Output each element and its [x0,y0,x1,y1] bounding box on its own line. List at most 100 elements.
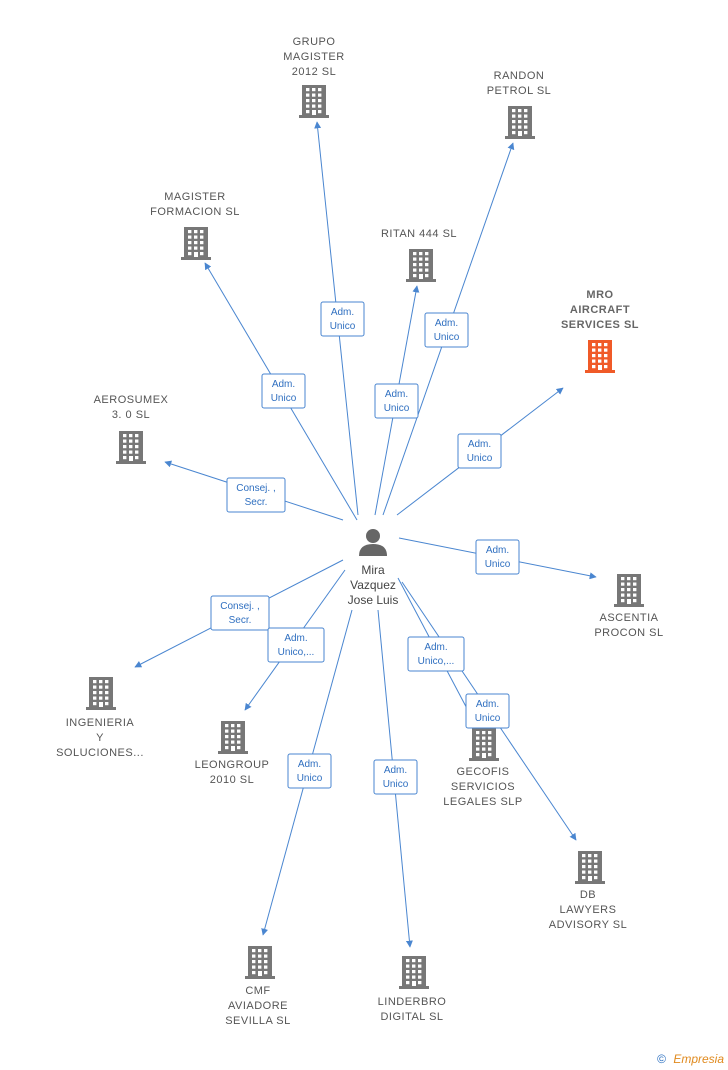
building-icon [614,574,644,607]
company-label-line: 2012 SL [292,66,336,78]
building-icon [181,227,211,260]
company-label-line: FORMACION SL [150,206,240,218]
edge-label-box [475,539,520,575]
edge-label-linderbro[interactable]: Adm. Unico [373,759,418,795]
company-node-gecofis[interactable]: GECOFIS SERVICIOS LEGALES SLP [443,728,523,808]
company-node-db-lawyers[interactable]: DB LAWYERS ADVISORY SL [549,851,627,931]
edge-label-cmf-aviadore[interactable]: Adm. Unico [287,753,332,789]
edge-label-text: Unico [384,403,410,414]
company-label-line: MAGISTER [283,51,344,63]
building-icon [575,851,605,884]
building-icon [218,721,248,754]
company-label-line: PROCON SL [594,627,663,639]
edge-label-aerosumex[interactable]: Consej. , Secr. [226,477,286,513]
building-icon [505,106,535,139]
company-label-line: 3. 0 SL [112,409,150,421]
building-icon [86,677,116,710]
edge-label-text: Adm. [384,765,407,776]
edge-label-text: Unico [330,321,356,332]
company-label-line: DIGITAL SL [380,1011,443,1023]
edge-label-box [465,693,510,729]
edge-label-text: Adm. [385,389,408,400]
company-label-line: LEONGROUP [195,759,270,771]
company-node-ritan-444[interactable]: RITAN 444 SL [381,228,457,282]
edge-label-db-lawyers[interactable]: Adm.Unico [465,693,510,729]
edge-label-text: Unico,... [278,647,315,658]
copyright-icon: © [657,1052,666,1066]
edge-label-text: Unico [467,453,493,464]
edge-label-box [261,373,306,409]
building-icon [469,728,499,761]
company-label-line: SEVILLA SL [225,1015,291,1027]
company-label-line: MRO [586,289,613,301]
company-label-line: GRUPO [293,36,336,48]
company-label-line: ADVISORY SL [549,919,627,931]
edge-label-text: Consej. , [220,601,259,612]
edge-label-text: Adm. [435,318,458,329]
edge-label-box [407,636,465,672]
edge-label-text: Consej. , [236,483,275,494]
edge-label-box [457,433,502,469]
edge-label-text: Adm. [424,642,447,653]
company-label-line: LAWYERS [560,904,617,916]
edge-label-text: Unico,... [418,656,455,667]
edge-label-text: Adm. [468,439,491,450]
edge-label-randon-petrol[interactable]: Adm. Unico [424,312,469,348]
edge-label-mro-aircraft[interactable]: Adm. Unico [457,433,502,469]
company-label-line: LINDERBRO [378,996,447,1008]
person-label-line: Mira [361,563,385,577]
company-node-ingenieria[interactable]: INGENIERIAYSOLUCIONES... [56,677,144,759]
company-node-grupo-magister[interactable]: GRUPO MAGISTER 2012 SL [283,36,344,118]
edge-label-text: Secr. [229,615,252,626]
edge-label-text: Adm. [298,759,321,770]
edge-label-gecofis[interactable]: Adm. Unico,... [407,636,465,672]
company-label-line: GECOFIS [456,766,509,778]
edge-label-ascentia-procon[interactable]: Adm.Unico [475,539,520,575]
edge-label-leongroup[interactable]: Adm.Unico,... [267,627,325,663]
edge-label-text: Unico [434,332,460,343]
company-label-line: SERVICES SL [561,319,639,331]
building-icon [406,249,436,282]
company-label-line: LEGALES SLP [443,796,523,808]
company-label-line: ASCENTIA [599,612,658,624]
company-node-linderbro[interactable]: LINDERBRO DIGITAL SL [378,956,447,1023]
company-label-line: SERVICIOS [451,781,515,793]
company-node-mro-aircraft[interactable]: MRO AIRCRAFT SERVICES SL [561,289,639,373]
edge-label-ingenieria[interactable]: Consej. , Secr. [210,595,270,631]
edge-label-ritan-444[interactable]: Adm. Unico [374,383,419,419]
company-label-line: INGENIERIA [66,717,135,729]
edge-label-box [226,477,286,513]
edge-label-text: Unico [383,779,409,790]
edge-label-box [320,301,365,337]
company-label-line: RANDON [494,70,545,82]
edge-label-text: Unico [475,713,501,724]
edge-label-text: Unico [297,773,323,784]
company-label-line: AVIADORE [228,1000,288,1012]
company-label-line: Y [96,732,104,744]
company-label-line: AIRCRAFT [570,304,630,316]
building-icon [585,340,615,373]
edge-label-grupo-magister[interactable]: Adm.Unico [320,301,365,337]
edge-label-box [267,627,325,663]
company-label-line: DB [580,889,596,901]
company-node-ascentia-procon[interactable]: ASCENTIA PROCON SL [594,574,663,639]
edge-label-text: Unico [271,393,297,404]
person-label-line: Vazquez [350,578,396,592]
edge-label-box [424,312,469,348]
edge-label-text: Secr. [245,497,268,508]
building-icon [399,956,429,989]
building-icon [116,431,146,464]
edge-label-text: Adm. [272,379,295,390]
company-label-line: RITAN 444 SL [381,228,457,240]
edge-label-magister-formacion[interactable]: Adm. Unico [261,373,306,409]
edge-label-box [287,753,332,789]
person-label-line: Jose Luis [348,593,399,607]
